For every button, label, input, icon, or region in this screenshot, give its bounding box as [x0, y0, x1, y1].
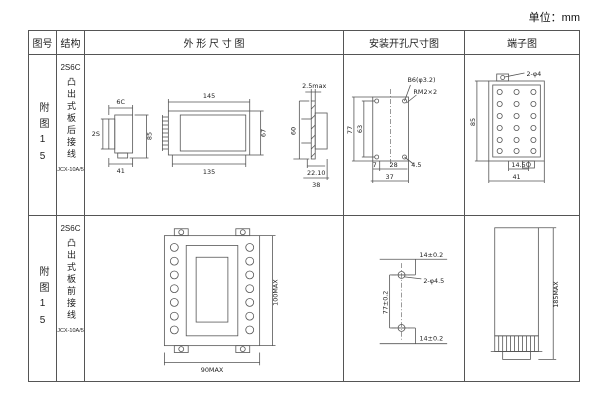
fig-no-label: 附图15	[37, 102, 48, 168]
dim-41: 41	[117, 167, 125, 175]
mounting-cell-row2: 14±0.2 2-φ4.5 77±0.2 14±0.2	[344, 216, 465, 381]
fig-no-row1: 附图15	[29, 55, 57, 216]
dim-85: 85	[146, 132, 154, 140]
dim-2-5-max: 2.5max	[302, 82, 326, 90]
dim-37: 37	[386, 173, 394, 181]
dim-77: 77	[346, 126, 354, 134]
dim-hole-b6: B6(φ3.2)	[407, 76, 435, 84]
mounting-hole-drawing-rear: B6(φ3.2) RM2×2 77 63 7 28 37 4.5	[346, 76, 437, 183]
dim-6c: 6C	[116, 98, 125, 106]
fig-no-row2: 附图15	[29, 216, 57, 381]
mount-desc-label: 凸出式板前接线	[66, 238, 76, 322]
model-label: 2S6C	[60, 63, 81, 72]
header-structure: 结构	[57, 31, 85, 55]
dim-4-5: 4.5	[411, 161, 421, 169]
type-code-label: JCX-10A/5	[57, 167, 84, 173]
side-view-shape	[100, 105, 149, 167]
header-mounting: 安装开孔尺寸图	[344, 31, 465, 55]
front-panel-view-shape	[163, 228, 276, 366]
dim-14-5: 14.5	[511, 161, 525, 169]
dim-90max: 90MAX	[201, 366, 224, 374]
dim-100max: 100MAX	[271, 279, 279, 306]
structure-row2: 2S6C 凸出式板前接线 JCX-10A/5	[57, 216, 85, 381]
dim-38: 38	[312, 181, 320, 189]
terminal-drawing-rear: 2-φ4 85 14.5 41	[469, 70, 545, 183]
dim-2s: 2S	[92, 130, 100, 138]
header-outline: 外 形 尺 寸 图	[85, 31, 344, 55]
dim-7: 7	[373, 161, 377, 169]
dim-60: 60	[289, 127, 297, 135]
type-code-label: JCX-10A/5	[57, 328, 84, 334]
dim-85-terminal: 85	[469, 118, 477, 126]
outline-cell-row2: 100MAX 90MAX	[85, 216, 344, 381]
outline-drawing-front-wiring: 100MAX 90MAX	[163, 228, 280, 374]
dim-67: 67	[260, 129, 268, 137]
unit-label: 单位：mm	[528, 12, 580, 24]
fig-no-label: 附图15	[37, 265, 48, 332]
dim-63: 63	[356, 125, 364, 133]
dim-14-top: 14±0.2	[419, 251, 443, 259]
header-terminal: 端子图	[465, 31, 579, 55]
terminal-side-shape	[490, 227, 557, 360]
dim-22: 22.10	[307, 169, 325, 177]
dim-185max: 185MAX	[552, 281, 560, 308]
panel-section-shape	[293, 89, 330, 180]
outline-cell-row1: 6C 2S 41 85 145 135 67 2.5max 60 22.10 3…	[85, 55, 344, 216]
terminal-drawing-front: 185MAX	[490, 227, 560, 360]
terminal-cell-row1: 2-φ4 85 14.5 41	[465, 55, 579, 216]
front-view-shape	[162, 99, 264, 167]
dim-28: 28	[389, 161, 397, 169]
dim-2-phi4-5: 2-φ4.5	[423, 277, 444, 285]
outline-drawing-rear-wiring: 6C 2S 41 85 145 135 67 2.5max 60 22.10 3…	[92, 82, 330, 189]
structure-row1: 2S6C 凸出式板后接线 JCX-10A/5	[57, 55, 85, 216]
dimension-table: 图号 结构 外 形 尺 寸 图 安装开孔尺寸图 端子图 附图15 2S6C 凸出…	[28, 30, 580, 382]
dim-2-phi4: 2-φ4	[526, 70, 541, 78]
dim-135: 135	[203, 168, 215, 176]
dim-77-tol: 77±0.2	[382, 291, 390, 315]
dim-thread-rm2: RM2×2	[413, 88, 437, 96]
terminal-cell-row2: 185MAX	[465, 216, 579, 381]
mounting-hole-drawing-front: 14±0.2 2-φ4.5 77±0.2 14±0.2	[379, 251, 448, 345]
model-label: 2S6C	[60, 224, 81, 233]
mount-desc-label: 凸出式板后接线	[66, 77, 76, 161]
cutout-shape	[351, 84, 417, 183]
terminal-block-shape	[474, 72, 545, 183]
drill-holes-shape	[379, 258, 448, 345]
dim-14-bottom: 14±0.2	[419, 335, 443, 343]
mounting-cell-row1: B6(φ3.2) RM2×2 77 63 7 28 37 4.5	[344, 55, 465, 216]
dim-145: 145	[203, 92, 215, 100]
dim-41-terminal: 41	[512, 173, 520, 181]
header-fig-no: 图号	[29, 31, 57, 55]
